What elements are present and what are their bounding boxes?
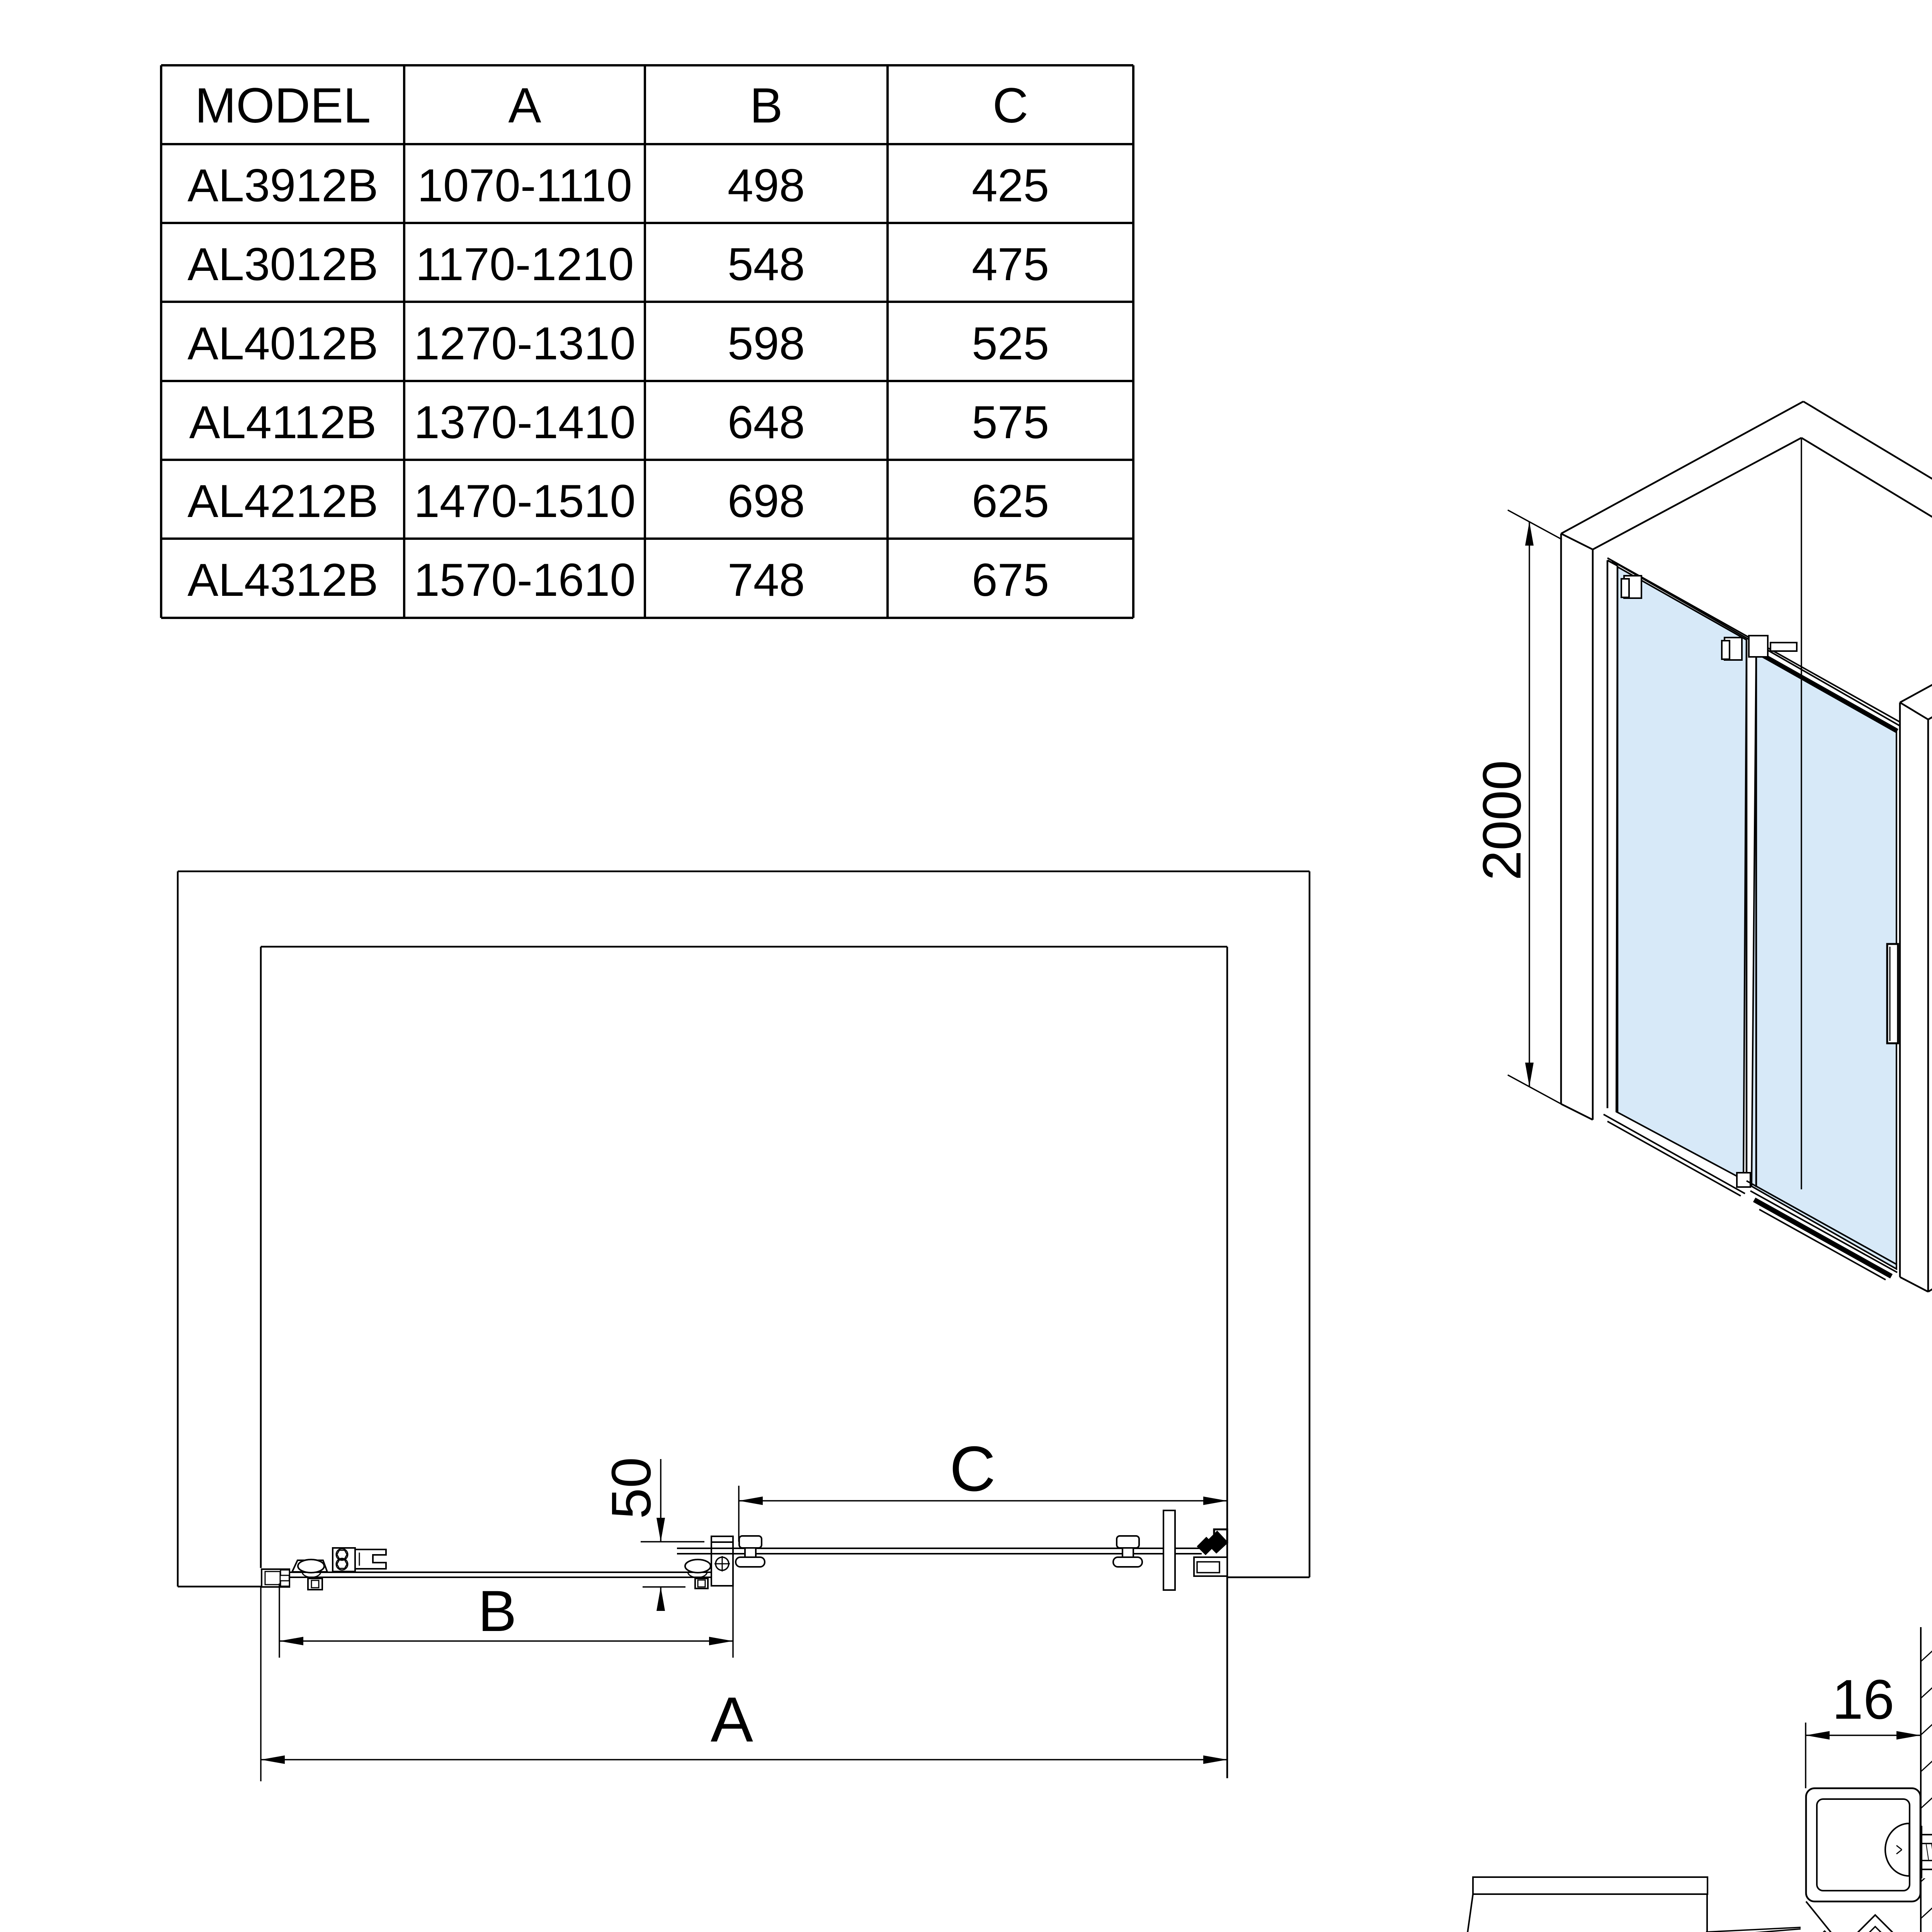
svg-text:AL4212B: AL4212B	[187, 475, 378, 527]
svg-text:AL4312B: AL4312B	[187, 554, 378, 606]
svg-text:C: C	[949, 1433, 995, 1504]
svg-text:2000: 2000	[1471, 760, 1532, 880]
svg-text:AL4012B: AL4012B	[187, 318, 378, 369]
svg-text:AL3912B: AL3912B	[187, 160, 378, 211]
svg-text:598: 598	[728, 318, 805, 369]
svg-text:16: 16	[1832, 1668, 1894, 1731]
svg-text:425: 425	[972, 160, 1049, 211]
svg-text:675: 675	[972, 554, 1049, 606]
svg-text:498: 498	[728, 160, 805, 211]
svg-text:A: A	[711, 1684, 753, 1755]
svg-text:648: 648	[728, 396, 805, 448]
svg-text:1170-1210: 1170-1210	[416, 238, 634, 290]
svg-text:1570-1610: 1570-1610	[414, 554, 636, 606]
svg-text:1370-1410: 1370-1410	[414, 396, 636, 448]
svg-text:1470-1510: 1470-1510	[414, 475, 636, 527]
svg-text:1270-1310: 1270-1310	[414, 318, 636, 369]
svg-text:B: B	[750, 78, 782, 133]
svg-text:1070-1110: 1070-1110	[417, 160, 632, 211]
svg-text:C: C	[993, 78, 1028, 133]
svg-text:625: 625	[972, 475, 1049, 527]
svg-text:AL3012B: AL3012B	[187, 238, 378, 290]
svg-text:548: 548	[728, 238, 805, 290]
svg-text:748: 748	[728, 554, 805, 606]
svg-text:B: B	[478, 1578, 517, 1643]
svg-text:MODEL: MODEL	[195, 78, 371, 133]
svg-text:525: 525	[972, 318, 1049, 369]
svg-text:50: 50	[600, 1457, 662, 1519]
svg-text:AL4112B: AL4112B	[189, 396, 377, 448]
svg-text:698: 698	[728, 475, 805, 527]
svg-text:475: 475	[972, 238, 1049, 290]
svg-text:A: A	[508, 78, 541, 133]
svg-text:575: 575	[972, 396, 1049, 448]
